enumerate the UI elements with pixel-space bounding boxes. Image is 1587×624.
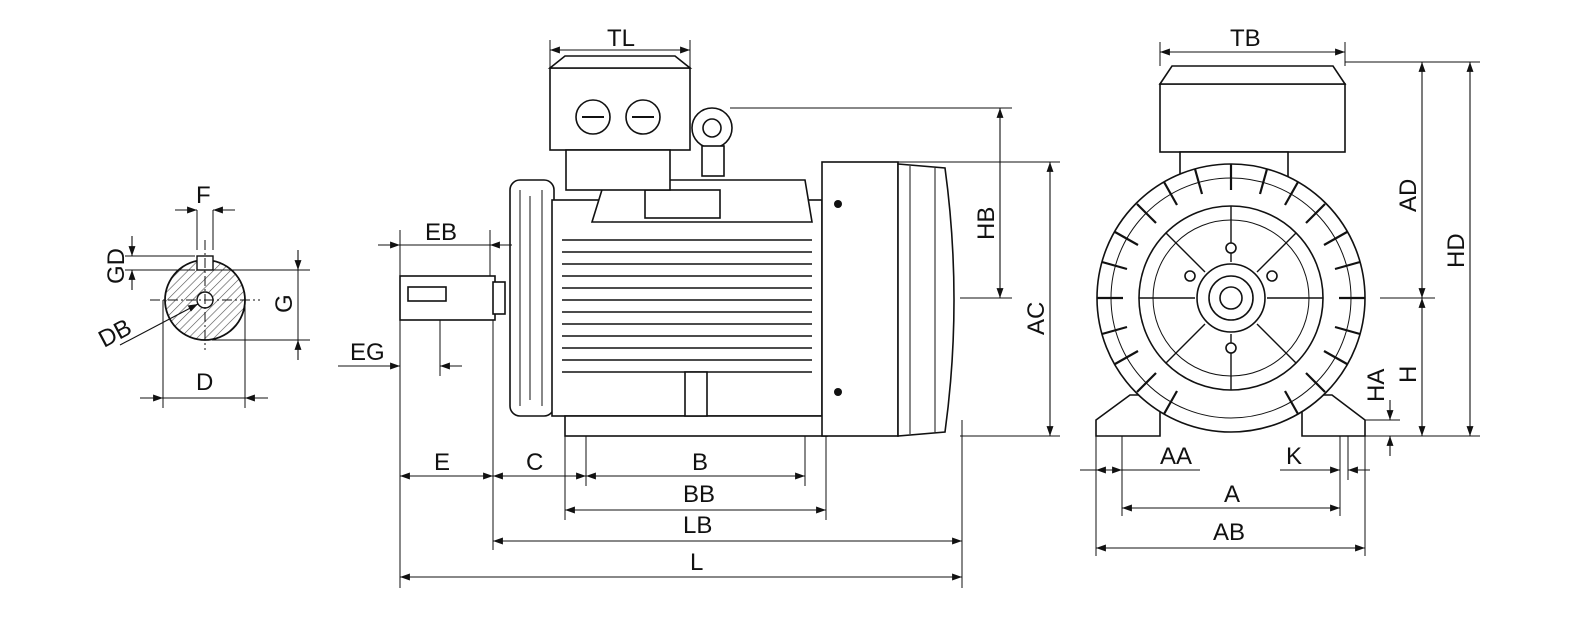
label-h: H — [1395, 366, 1422, 383]
cooling-fins — [562, 239, 812, 373]
fan-cowl-side — [821, 161, 955, 437]
label-l: L — [690, 549, 703, 576]
label-ad: AD — [1395, 179, 1422, 212]
label-gd: GD — [103, 248, 130, 284]
label-e: E — [434, 449, 450, 476]
label-ha: HA — [1363, 369, 1390, 402]
label-a: A — [1224, 481, 1240, 508]
label-k: K — [1286, 443, 1302, 470]
label-hd: HD — [1443, 233, 1470, 268]
nameplate — [644, 189, 721, 219]
label-db: DB — [94, 314, 136, 353]
label-tb: TB — [1230, 25, 1261, 52]
label-lb: LB — [683, 512, 712, 539]
foot-plate — [564, 415, 828, 437]
label-aa: AA — [1160, 443, 1192, 470]
label-tl: TL — [607, 25, 635, 52]
motor-side-view — [338, 40, 1060, 588]
label-eb: EB — [425, 219, 457, 246]
label-eg: EG — [350, 339, 385, 366]
label-f: F — [196, 182, 211, 209]
radial-fins — [1097, 164, 1365, 415]
label-c: C — [526, 449, 543, 476]
label-ab: AB — [1213, 519, 1245, 546]
shaft-section-view — [119, 206, 310, 408]
label-d: D — [196, 369, 213, 396]
label-bb: BB — [683, 481, 715, 508]
shaft-key — [407, 286, 447, 302]
label-ac: AC — [1023, 302, 1050, 335]
terminal-box-side — [547, 55, 693, 191]
fan-grille — [1139, 206, 1323, 390]
lifting-eye — [691, 107, 733, 177]
label-g: G — [271, 294, 298, 313]
drive-end-shield — [509, 179, 555, 417]
label-hb: HB — [973, 207, 1000, 240]
shaft-collar — [492, 281, 506, 315]
dimension-labels: TL TB F GD G DB D EB EG HB AC AD HD HA H… — [94, 25, 1470, 576]
label-b: B — [692, 449, 708, 476]
motor-front-view — [1080, 42, 1480, 556]
